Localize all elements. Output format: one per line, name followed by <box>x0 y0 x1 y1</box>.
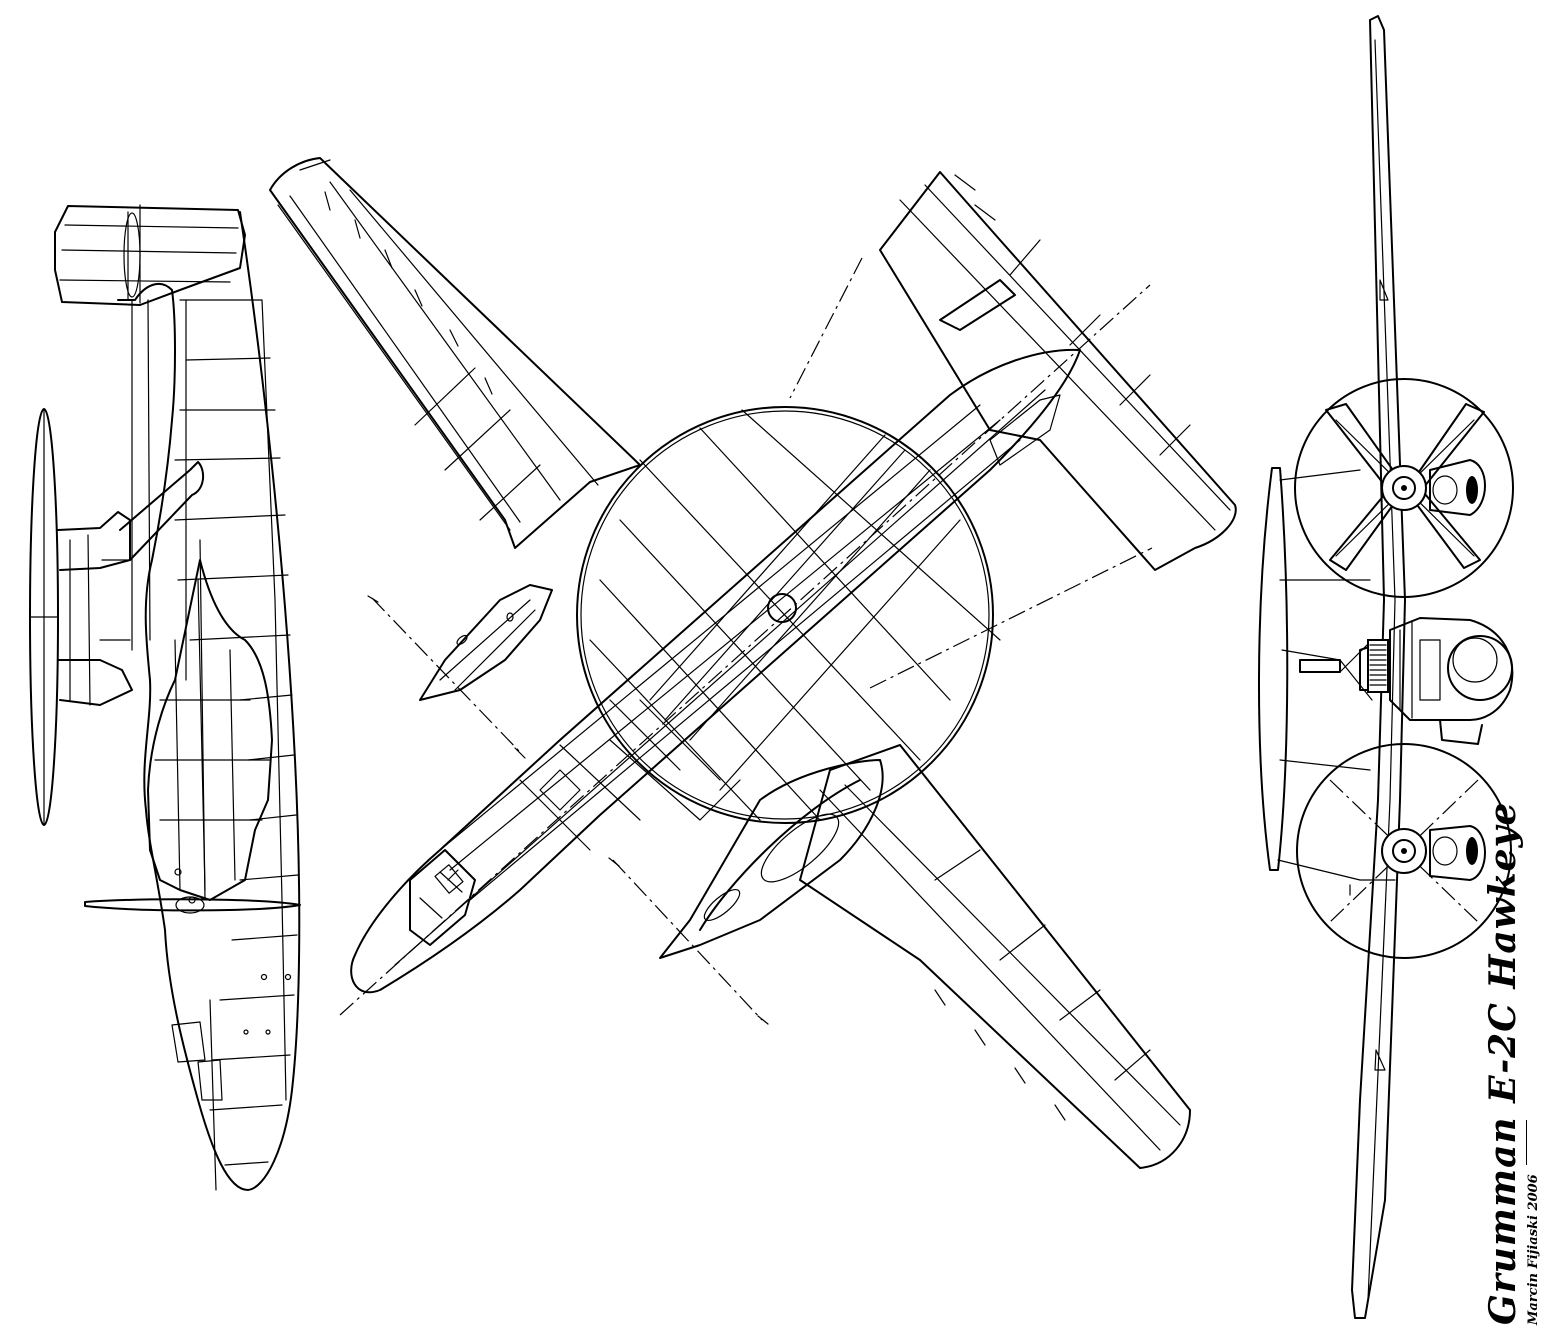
front-upper-propeller-disc <box>1294 378 1514 598</box>
front-fuselage <box>1389 617 1514 721</box>
top-cockpit <box>409 849 476 946</box>
side-tail-fins <box>54 205 246 306</box>
side-propeller <box>84 898 301 912</box>
drawing-title: Grumman E-2C Hawkeye <box>1482 801 1524 1325</box>
top-fuselage <box>350 348 1081 994</box>
front-wing <box>1351 15 1406 1319</box>
top-right-nacelle <box>659 759 884 959</box>
top-right-wing-upper <box>879 171 1237 571</box>
caption: Grumman E-2C Hawkeye Marcin Fijiaski 200… <box>1482 801 1542 1325</box>
top-left-nacelle <box>419 584 553 701</box>
side-rotodome-pylons <box>57 511 133 706</box>
side-fuselage-outline <box>117 211 301 1191</box>
side-engine-nacelle <box>147 559 273 901</box>
caption-rule <box>1526 1120 1527 1165</box>
drawing-author: Marcin Fijiaski 2006 <box>1526 1174 1541 1325</box>
front-rotodome <box>1257 467 1289 871</box>
side-cockpit-windows <box>171 1021 223 1101</box>
top-right-wing-lower <box>799 744 1191 1169</box>
front-lower-propeller-disc <box>1296 743 1512 959</box>
top-rotodome <box>576 406 994 824</box>
top-left-wing-upper <box>269 157 641 549</box>
